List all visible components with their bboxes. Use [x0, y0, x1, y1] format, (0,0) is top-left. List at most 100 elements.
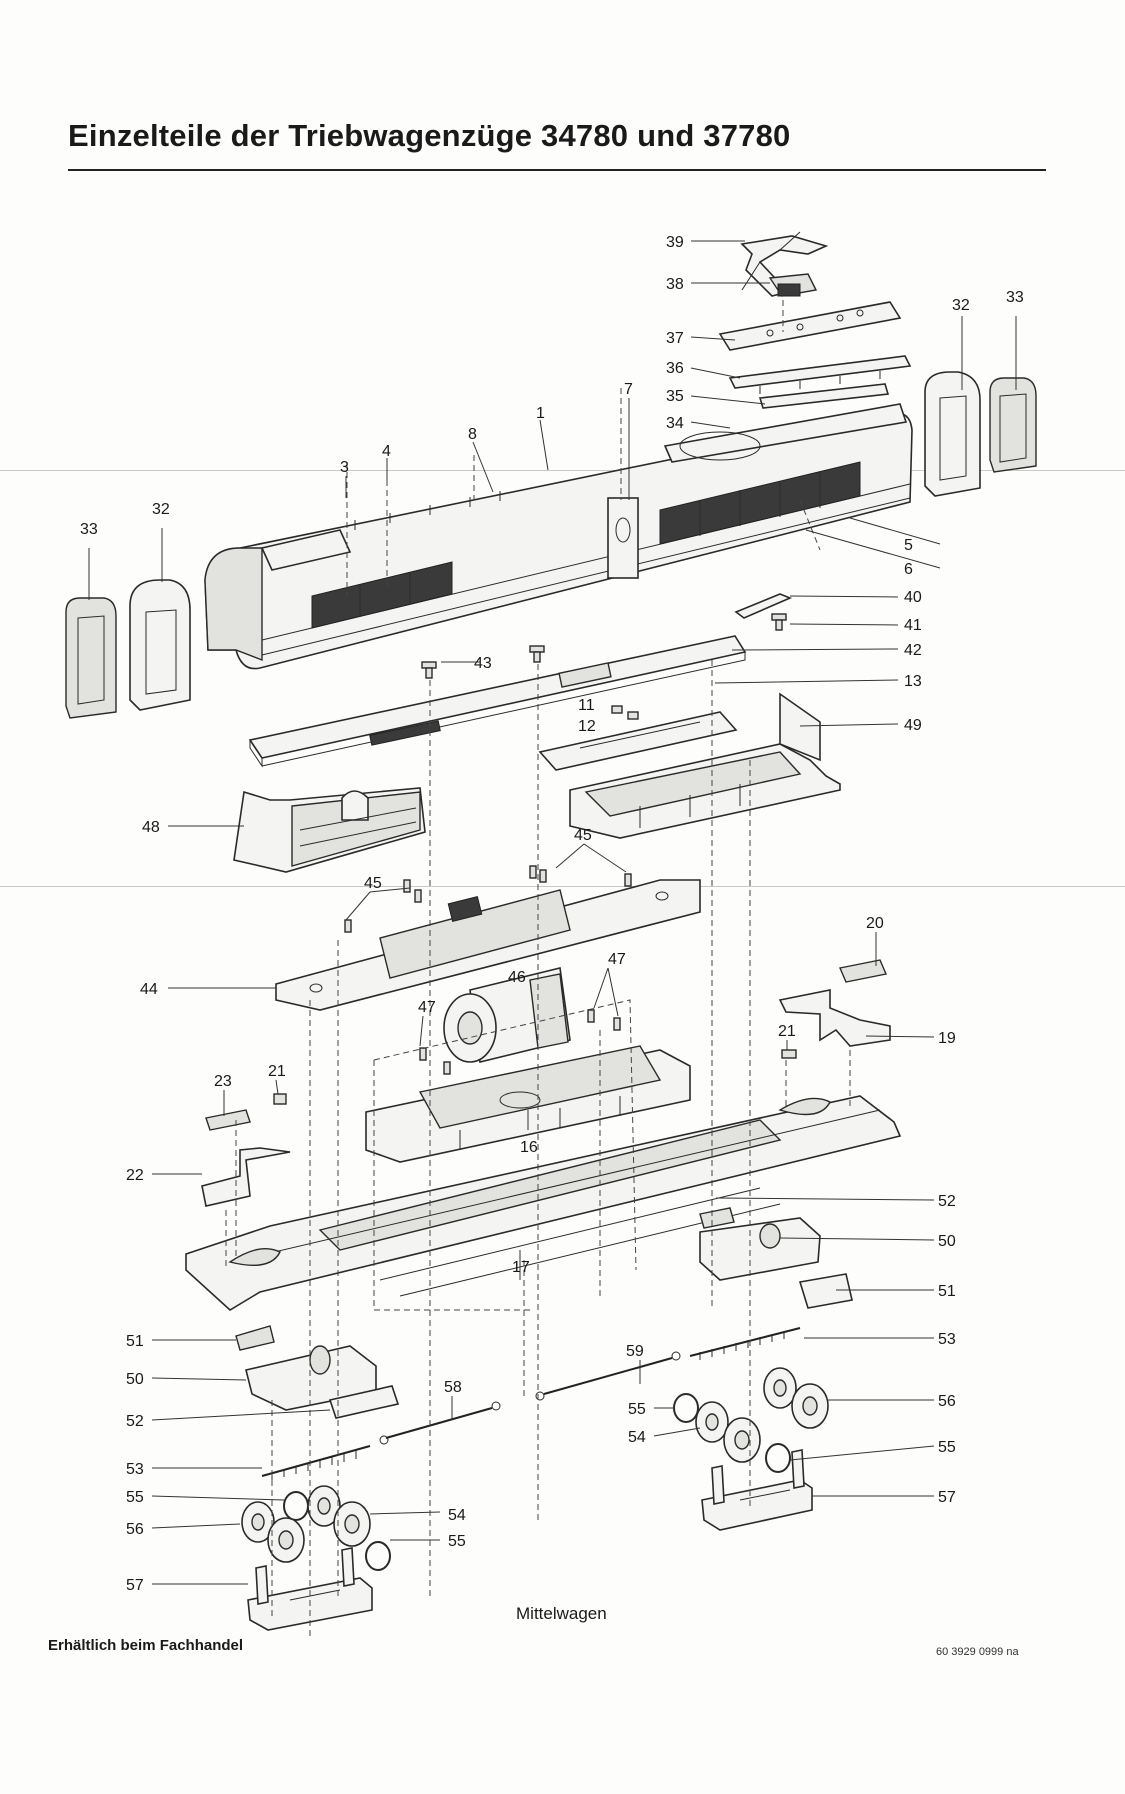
callout-21-right: 21 — [778, 1023, 796, 1040]
callout-8: 8 — [468, 426, 477, 443]
callout-39: 39 — [666, 234, 684, 251]
callout-48: 48 — [142, 819, 160, 836]
coupling-23 — [205, 1109, 251, 1131]
interior-unit-13 — [538, 711, 738, 771]
callout-37: 37 — [666, 330, 684, 347]
coupling-22 — [201, 1147, 291, 1207]
callout-52-right: 52 — [938, 1193, 956, 1210]
middle-car-caption: Mittelwagen — [516, 1604, 607, 1623]
shaft-58 — [379, 1401, 501, 1445]
chassis-weight — [275, 879, 701, 1011]
car-body — [204, 403, 913, 670]
pantograph — [740, 231, 829, 297]
title-rule — [68, 169, 1046, 171]
small-parts-11-12 — [611, 705, 639, 720]
page-title: Einzelteile der Triebwagenzüge 34780 und… — [68, 118, 791, 153]
interior-unit-49 — [569, 692, 841, 839]
callout-59: 59 — [626, 1343, 644, 1360]
callout-51-left: 51 — [126, 1333, 144, 1350]
shaft-59 — [535, 1351, 681, 1401]
callout-19: 19 — [938, 1030, 956, 1047]
callout-23: 23 — [214, 1073, 232, 1090]
bogie-left — [235, 1325, 400, 1419]
callout-44: 44 — [140, 981, 158, 998]
motor — [443, 967, 571, 1063]
callout-33-right: 33 — [1006, 289, 1024, 306]
tyre-55-c — [283, 1491, 309, 1521]
callout-12: 12 — [578, 718, 596, 735]
callout-7: 7 — [624, 381, 633, 398]
callout-4: 4 — [382, 443, 391, 460]
screw-43a — [421, 661, 437, 679]
screws-47 — [419, 1009, 621, 1075]
spring-21-right — [781, 1049, 797, 1059]
callout-34: 34 — [666, 415, 684, 432]
coupling-20 — [839, 959, 887, 983]
callout-6: 6 — [904, 561, 913, 578]
callout-5: 5 — [904, 537, 913, 554]
callout-45-left: 45 — [364, 875, 382, 892]
callout-20: 20 — [866, 915, 884, 932]
callout-47-left: 47 — [418, 999, 436, 1016]
roof-insert-plate — [718, 301, 902, 351]
callout-42: 42 — [904, 642, 922, 659]
worm-shaft-right — [689, 1327, 801, 1360]
callout-47-right: 47 — [608, 951, 626, 968]
interior-unit-48 — [233, 787, 426, 873]
callout-1: 1 — [536, 405, 545, 422]
callout-50-right: 50 — [938, 1233, 956, 1250]
callout-43: 43 — [474, 655, 492, 672]
callout-16: 16 — [520, 1139, 538, 1156]
callout-55-a: 55 — [628, 1401, 646, 1418]
callout-55-b: 55 — [938, 1439, 956, 1456]
callout-57-left: 57 — [126, 1577, 144, 1594]
screw-43b — [529, 645, 545, 663]
callout-53-right: 53 — [938, 1331, 956, 1348]
chassis-frame — [185, 1095, 902, 1311]
callout-32-left: 32 — [152, 501, 170, 518]
callout-52-left: 52 — [126, 1413, 144, 1430]
callout-56-left: 56 — [126, 1521, 144, 1538]
end-frame-left — [129, 579, 191, 711]
callout-45-right: 45 — [574, 827, 592, 844]
leader-lines — [88, 240, 1017, 1585]
motor-housing — [365, 1045, 691, 1163]
callout-21-left: 21 — [268, 1063, 286, 1080]
callout-55-c: 55 — [126, 1489, 144, 1506]
end-seal-right — [989, 377, 1037, 473]
screws-45 — [344, 865, 632, 933]
roof-strip-35 — [758, 383, 890, 409]
wheelset-right-54 — [695, 1401, 761, 1463]
wheelset-left-54 — [307, 1485, 371, 1547]
callout-17: 17 — [512, 1259, 530, 1276]
callout-35: 35 — [666, 388, 684, 405]
fold-line-upper — [0, 470, 1125, 471]
bogie-frame-right — [701, 1449, 813, 1531]
tyre-55-d — [365, 1541, 391, 1571]
callout-13: 13 — [904, 673, 922, 690]
callout-56-right: 56 — [938, 1393, 956, 1410]
spring-21-left — [273, 1093, 287, 1105]
wheelset-left-56 — [241, 1501, 305, 1563]
callout-11: 11 — [578, 697, 595, 714]
tyre-55-b — [765, 1443, 791, 1473]
tyre-55-a — [673, 1393, 699, 1423]
contact-blade — [734, 593, 793, 619]
coupling-19 — [778, 989, 891, 1047]
wheelset-right-56 — [763, 1367, 829, 1429]
fold-line-lower — [0, 886, 1125, 887]
callout-41: 41 — [904, 617, 922, 634]
callout-38: 38 — [666, 276, 684, 293]
pantograph-base — [768, 273, 818, 297]
callout-50-left: 50 — [126, 1371, 144, 1388]
callout-54-right: 54 — [628, 1429, 646, 1446]
availability-note: Erhältlich beim Fachhandel — [48, 1637, 244, 1654]
callout-49: 49 — [904, 717, 922, 734]
worm-shaft-left — [261, 1445, 371, 1480]
callout-57-right: 57 — [938, 1489, 956, 1506]
circuit-board — [248, 635, 747, 768]
roof-strip-36 — [728, 355, 912, 394]
callout-22: 22 — [126, 1167, 144, 1184]
